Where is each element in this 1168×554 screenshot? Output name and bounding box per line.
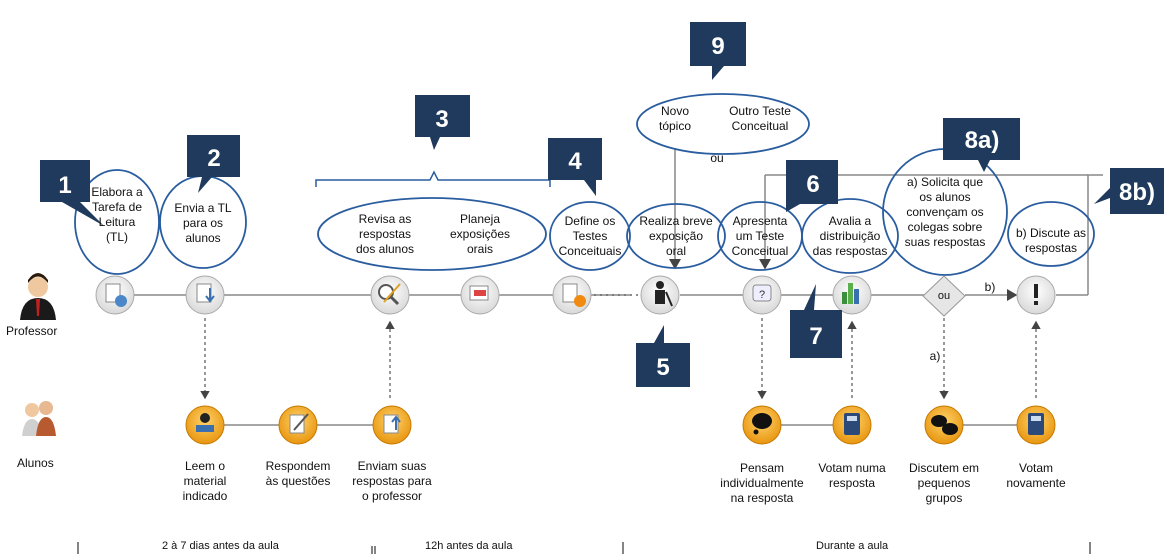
timeline-ticks — [77, 542, 1091, 554]
branch-b-label: b) — [984, 280, 996, 294]
calculator-icon-2 — [1016, 405, 1056, 445]
actor-professor-label: Professor — [6, 324, 58, 338]
step3-bracket — [315, 170, 551, 187]
svg-text:6: 6 — [806, 171, 819, 198]
badge-5: 5 — [636, 325, 690, 387]
svg-text:?: ? — [759, 289, 765, 301]
step-9b-label: Outro Teste Conceitual — [729, 104, 791, 133]
svg-text:7: 7 — [809, 323, 822, 350]
oval-step-5 — [626, 203, 726, 269]
ou-diamond-label: ou — [937, 290, 951, 302]
step-9a-label: Novo tópico — [658, 104, 692, 133]
upload-document-icon — [372, 405, 412, 445]
student-step-5-label: Votam numa resposta — [818, 461, 886, 490]
oval-step-3 — [317, 197, 547, 271]
step-7-label: Avalia a distribuição das respostas — [812, 214, 888, 258]
timeline-label-12h: 12h antes da aula — [425, 540, 513, 552]
badge-8b: 8b) — [1094, 168, 1164, 214]
student-step-6-label: Discutem em pequenos grupos — [908, 461, 979, 505]
step-3b-label: Planeja exposições orais — [449, 212, 511, 256]
svg-text:1: 1 — [58, 172, 71, 199]
badge-8a: 8a) — [943, 118, 1020, 172]
oval-step-7 — [801, 198, 899, 274]
checklist-question-icon — [552, 275, 592, 315]
paper-pencil-icon — [278, 405, 318, 445]
oval-step-8b — [1007, 201, 1095, 267]
students-avatar-icon — [22, 401, 56, 436]
svg-text:5: 5 — [656, 354, 669, 381]
slides-icon — [460, 275, 500, 315]
step-6-label: Apresenta um Teste Conceitual — [731, 214, 789, 258]
download-list-icon — [185, 275, 225, 315]
reading-person-icon — [185, 405, 225, 445]
badge-3: 3 — [415, 95, 470, 150]
actor-students-label: Alunos — [17, 456, 54, 470]
student-step-1-label: Leem o material indicado — [182, 459, 228, 503]
branch-a-label: a) — [929, 349, 941, 363]
timeline-label-during: Durante a aula — [816, 540, 889, 552]
badge-1: 1 — [40, 160, 104, 226]
oval-step-1 — [74, 169, 160, 275]
step-4-label: Define os Testes Conceituais — [558, 214, 622, 258]
magnifier-pencil-icon — [370, 275, 410, 315]
oval-step-9 — [636, 93, 810, 155]
badge-9: 9 — [690, 22, 746, 80]
step-1-label: Elabora a Tarefa de Leitura (TL) — [91, 185, 143, 244]
svg-text:2: 2 — [207, 145, 220, 172]
decision-diamond — [922, 275, 966, 317]
bar-chart-icon — [832, 275, 872, 315]
badge-4: 4 — [548, 138, 602, 196]
badge-2: 2 — [187, 135, 240, 193]
student-step-4-label: Pensam individualmente na resposta — [720, 461, 804, 505]
step-8a-label: a) Solicita que os alunos convençam os c… — [904, 175, 986, 249]
timeline-label-before: 2 à 7 dias antes da aula — [162, 540, 279, 552]
teacher-pointing-icon — [640, 275, 680, 315]
step-8b-label: b) Discute as respostas — [1015, 226, 1087, 255]
svg-text:8b): 8b) — [1119, 179, 1155, 206]
svg-text:9: 9 — [711, 33, 724, 60]
student-step-2-label: Respondem às questões — [265, 459, 331, 488]
step-2-label: Envia a TL para os alunos — [174, 201, 232, 245]
svg-text:3: 3 — [435, 106, 448, 133]
vertical-arrows — [200, 318, 1041, 400]
oval-step-4 — [549, 201, 631, 271]
badge-7: 7 — [790, 284, 842, 358]
ou-top-label: ou — [710, 151, 724, 165]
exclamation-icon — [1016, 275, 1056, 315]
student-step-3-label: Enviam suas respostas para o professor — [352, 459, 432, 503]
student-step-7-label: Votam novamente — [1006, 461, 1066, 490]
step-5-label: Realiza breve exposição oral — [639, 214, 713, 258]
chat-bubbles-icon — [924, 405, 964, 445]
document-globe-icon — [95, 275, 135, 315]
svg-text:8a): 8a) — [965, 127, 1000, 154]
step-3a-label: Revisa as respostas dos alunos — [355, 212, 415, 256]
question-bubble-icon: ? — [742, 275, 782, 315]
calculator-icon — [832, 405, 872, 445]
badge-6: 6 — [786, 160, 838, 212]
thought-bubble-icon — [742, 405, 782, 445]
svg-text:4: 4 — [568, 148, 582, 175]
professor-avatar-icon — [20, 273, 56, 320]
